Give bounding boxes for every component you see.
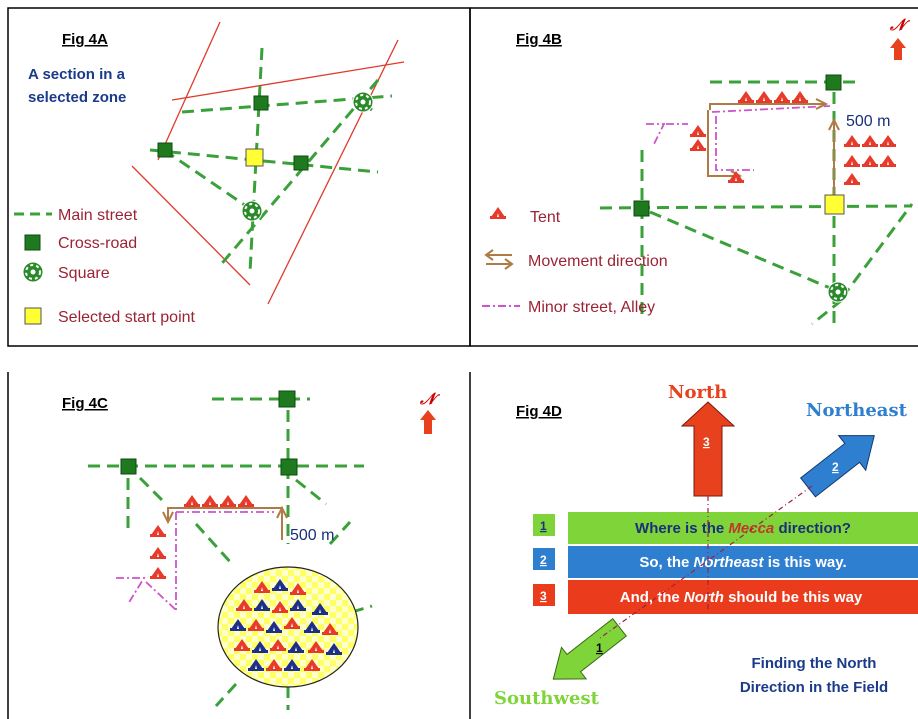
legend-movement-icon xyxy=(484,249,514,270)
fig4d-southwest-arrow xyxy=(552,618,627,680)
fig4a-legend: Main street Cross-road Square Selected s… xyxy=(14,207,196,326)
svg-text:1: 1 xyxy=(540,519,547,533)
fig4c-distance-label: 500 m xyxy=(290,527,334,544)
fig4d-step-number-3: 3 xyxy=(533,584,555,606)
legend-start-point-label: Selected start point xyxy=(58,309,196,326)
fig4d-title: Fig 4D xyxy=(516,403,562,420)
fig4a-subtitle-line1: A section in a xyxy=(28,66,126,83)
fig4c-north-arrow-icon xyxy=(420,410,436,434)
fig4c-crossroad-3 xyxy=(280,458,298,476)
fig4b-legend: Tent Movement direction Minor street, Al… xyxy=(482,207,668,316)
fig4b-title: Fig 4B xyxy=(516,31,562,48)
fig4d-step-1-text: Where is the Mecca direction? xyxy=(635,520,851,537)
fig4b-start-point xyxy=(824,194,845,215)
fig4a-crossroad-3 xyxy=(293,155,309,171)
fig4b-square xyxy=(827,281,849,303)
fig4d-southwest-label: Southwest xyxy=(494,688,600,709)
fig4d-northeast-arrow-number: 2 xyxy=(832,460,839,474)
fig4d-step-number-2: 2 xyxy=(533,548,555,570)
fig4c-crossroad-2 xyxy=(120,458,137,475)
fig4d-step-3-text: And, the North should be this way xyxy=(620,589,863,606)
fig4c-movement-path xyxy=(162,505,288,540)
fig4a-panel: Fig 4A A section in a selected zone xyxy=(14,21,405,326)
fig4d-caption-line2: Direction in the Field xyxy=(740,679,888,696)
legend-square-label: Square xyxy=(58,265,110,282)
fig4a-crossroad-2 xyxy=(157,142,173,158)
svg-text:2: 2 xyxy=(540,553,547,567)
legend-tent-label: Tent xyxy=(530,209,561,226)
fig4d-step-band-3: And, the North should be this way xyxy=(568,580,918,614)
fig4d-step-2-text: So, the Northeast is this way. xyxy=(639,554,846,571)
panel-borders xyxy=(7,7,918,719)
fig4c-crossroad-1 xyxy=(278,390,296,408)
legend-movement-label: Movement direction xyxy=(528,253,668,270)
fig4d-step-number-1: 1 xyxy=(533,514,555,536)
fig4d-northeast-arrow xyxy=(799,435,875,498)
fig4b-alley xyxy=(646,105,831,171)
fig4a-streets xyxy=(149,47,393,273)
fig4c-alley xyxy=(116,511,274,611)
fig4d-step-band-2: So, the Northeast is this way. xyxy=(568,546,918,578)
fig4a-square-1 xyxy=(352,91,374,113)
fig4a-crossroad-1 xyxy=(253,95,269,111)
legend-tent-icon xyxy=(490,207,506,219)
legend-main-street-label: Main street xyxy=(58,207,138,224)
fig4d-caption-line1: Finding the North xyxy=(752,655,877,672)
fig4a-title: Fig 4A xyxy=(62,31,108,48)
fig4b-north-indicator: 𝒩 xyxy=(889,15,911,60)
fig4b-movement-path xyxy=(707,98,840,196)
fig4c-title: Fig 4C xyxy=(62,395,108,412)
fig4c-panel: Fig 4C 𝒩 xyxy=(62,389,441,710)
fig4b-tents xyxy=(690,91,896,185)
fig4d-north-label: North xyxy=(668,382,727,403)
fig4b-north-symbol: 𝒩 xyxy=(889,15,911,34)
fig4c-camp-area xyxy=(217,566,359,688)
svg-text:3: 3 xyxy=(540,589,547,603)
fig4c-north-symbol: 𝒩 xyxy=(419,389,441,408)
fig4d-north-arrow: 3 xyxy=(680,401,736,497)
fig4d-guide-lines xyxy=(599,485,813,639)
fig4b-north-arrow-icon xyxy=(890,38,906,60)
fig4b-crossroad-1 xyxy=(825,74,842,91)
fig4a-start-point xyxy=(245,148,264,167)
fig4b-distance-label: 500 m xyxy=(846,113,890,130)
fig4d-panel: Fig 4D North Northeast Southwest 3 2 1 W… xyxy=(494,382,918,709)
legend-alley-label: Minor street, Alley xyxy=(528,299,655,316)
fig4a-zone-lines xyxy=(131,21,405,305)
fig4d-north-arrow-number: 3 xyxy=(703,435,710,449)
fig4d-southwest-arrow-number: 1 xyxy=(596,641,603,655)
fig4d-northeast-label: Northeast xyxy=(806,400,908,421)
legend-square-icon xyxy=(22,261,44,283)
fig4c-north-indicator: 𝒩 xyxy=(419,389,441,434)
legend-cross-road-icon xyxy=(24,234,41,251)
fig4d-step-band-1: Where is the Mecca direction? xyxy=(568,512,918,544)
legend-start-point-icon xyxy=(24,307,42,325)
fig4b-panel: Fig 4B 𝒩 xyxy=(482,15,914,326)
fig4b-crossroad-2 xyxy=(633,200,650,217)
fig4a-subtitle-line2: selected zone xyxy=(28,89,126,106)
legend-cross-road-label: Cross-road xyxy=(58,235,137,252)
fig4a-square-2 xyxy=(241,200,263,222)
